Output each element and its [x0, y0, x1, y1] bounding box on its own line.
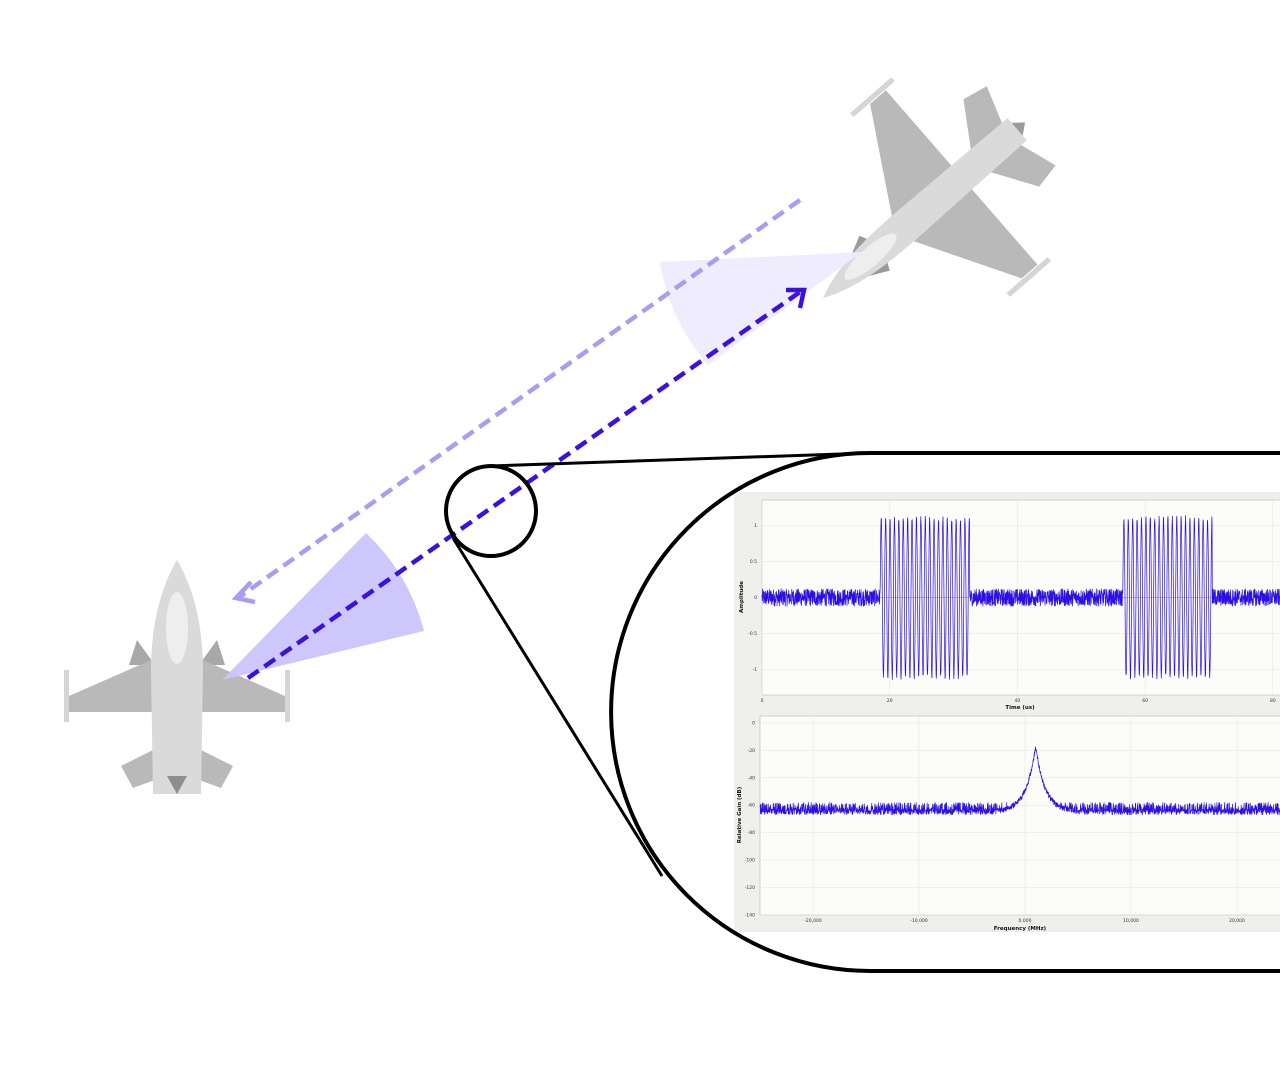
- freq-y-tick-label: -140: [745, 913, 755, 919]
- freq-y-tick-label: -60: [748, 803, 755, 809]
- freq-plot-ylabel: Relative Gain (dB): [737, 786, 743, 843]
- freq-y-tick-label: -100: [745, 858, 755, 864]
- freq-x-tick-label: -10,000: [910, 918, 928, 924]
- target-aircraft-icon: [823, 77, 1056, 298]
- frequency-domain-plot: 0 -20 -40 -60 -80 -100 -120 -140 -20,000 -10,000…: [737, 715, 1280, 932]
- freq-plot-x-ticks: -20,000 -10,000 0.000 10,000 20,000: [804, 918, 1245, 924]
- return-beam-line: [236, 198, 802, 600]
- time-y-tick-label: 0: [754, 595, 757, 601]
- freq-plot-xlabel: Frequency (MHz): [994, 926, 1047, 932]
- magnifier-connector-top: [490, 451, 871, 468]
- time-signal-trace: [761, 515, 1280, 681]
- freq-plot-area: [759, 715, 1280, 916]
- transmit-arrow-icon: [786, 287, 807, 309]
- magnified-panel: 1 0.5 0 -0.5 -1 0 20 40 60 80 Amplitude Time (us…: [611, 453, 1280, 971]
- time-x-tick-label: 80: [1270, 698, 1276, 704]
- time-y-tick-label: -1: [753, 667, 758, 673]
- time-x-tick-label: 60: [1142, 698, 1148, 704]
- jammer-beam-cone: [660, 252, 862, 365]
- magnifier-lens: [444, 464, 538, 558]
- frequency-signal-trace: [759, 746, 1280, 816]
- freq-x-tick-label: 20,000: [1229, 918, 1245, 924]
- time-plot-ylabel: Amplitude: [739, 581, 745, 613]
- time-plot-y-ticks: 1 0.5 0 -0.5 -1: [748, 523, 757, 673]
- time-plot-x-ticks: 0 20 40 60 80: [761, 698, 1276, 704]
- return-arrow-icon: [231, 580, 256, 605]
- time-domain-plot: 1 0.5 0 -0.5 -1 0 20 40 60 80 Amplitude Time (us…: [739, 499, 1280, 711]
- freq-plot-grid: [760, 716, 1280, 916]
- time-y-tick-label: 1: [754, 523, 757, 529]
- freq-y-tick-label: -20: [748, 748, 755, 754]
- freq-x-tick-label: -20,000: [804, 918, 822, 924]
- radar-beam-cone: [222, 533, 424, 680]
- magnifier-frame: [609, 451, 1280, 973]
- time-plot-xlabel: Time (us): [1005, 705, 1035, 711]
- time-x-tick-label: 20: [887, 698, 893, 704]
- time-x-tick-label: 40: [1015, 698, 1021, 704]
- freq-x-tick-label: 10,000: [1123, 918, 1139, 924]
- freq-y-tick-label: -120: [745, 885, 755, 891]
- freq-y-tick-label: 0: [752, 720, 755, 726]
- freq-plot-y-ticks: 0 -20 -40 -60 -80 -100 -120 -140: [745, 720, 755, 918]
- freq-y-tick-label: -40: [748, 775, 755, 781]
- freq-y-tick-label: -80: [748, 830, 755, 836]
- transmit-beam-line: [246, 290, 802, 680]
- time-x-tick-label: 0: [761, 698, 764, 704]
- time-y-tick-label: -0.5: [748, 631, 757, 637]
- own-aircraft-icon: [64, 560, 290, 794]
- time-y-tick-label: 0.5: [750, 559, 757, 565]
- magnifier-connector-bottom: [451, 537, 664, 877]
- freq-x-tick-label: 0.000: [1019, 918, 1032, 924]
